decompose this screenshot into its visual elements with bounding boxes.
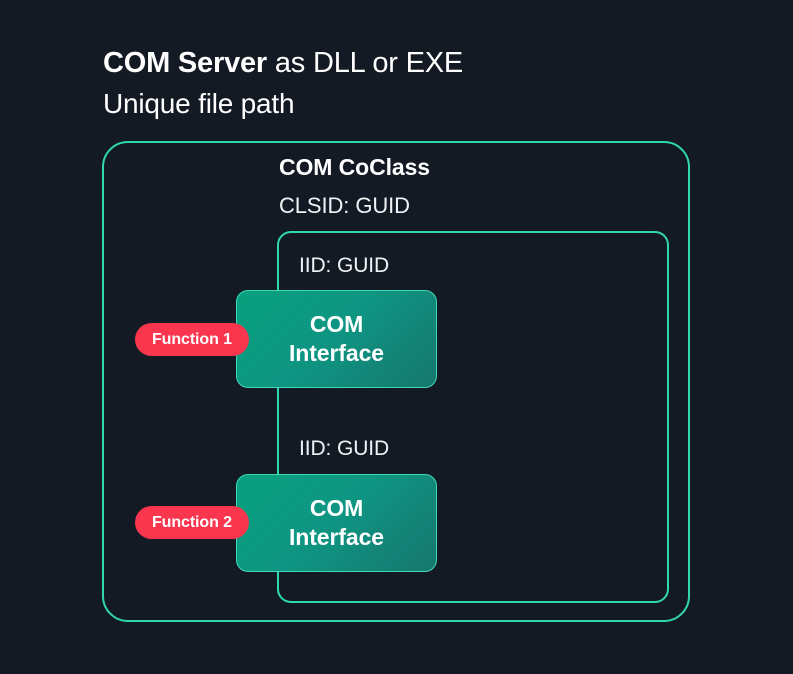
page-subtitle: Unique file path: [103, 88, 295, 119]
function-pill-2[interactable]: Function 2: [135, 506, 249, 539]
page-title: COM Server as DLL or EXE: [103, 42, 703, 84]
com-interface-card-2-line2: Interface: [289, 524, 384, 550]
com-coclass-container: [102, 141, 690, 622]
com-interface-card-1-line1: COM: [309, 311, 364, 337]
com-interface-card-1[interactable]: COM Interface: [236, 290, 437, 388]
com-coclass-clsid: CLSID: GUID: [279, 193, 410, 218]
com-interface-card-2-line1: COM: [309, 495, 364, 521]
iid-label-1: IID: GUID: [299, 254, 390, 277]
com-coclass-title: COM CoClass: [279, 154, 430, 180]
page-title-strong: COM Server: [103, 47, 268, 79]
page-title-rest: as DLL or EXE: [267, 47, 464, 79]
iid-label-2: IID: GUID: [299, 437, 390, 460]
heading-block: COM Server as DLL or EXE Unique file pat…: [103, 42, 703, 124]
com-interfaces-container: [277, 231, 669, 603]
com-interface-card-1-line2: Interface: [289, 340, 384, 366]
function-pill-1[interactable]: Function 1: [135, 323, 249, 356]
com-interface-card-2[interactable]: COM Interface: [236, 474, 437, 572]
